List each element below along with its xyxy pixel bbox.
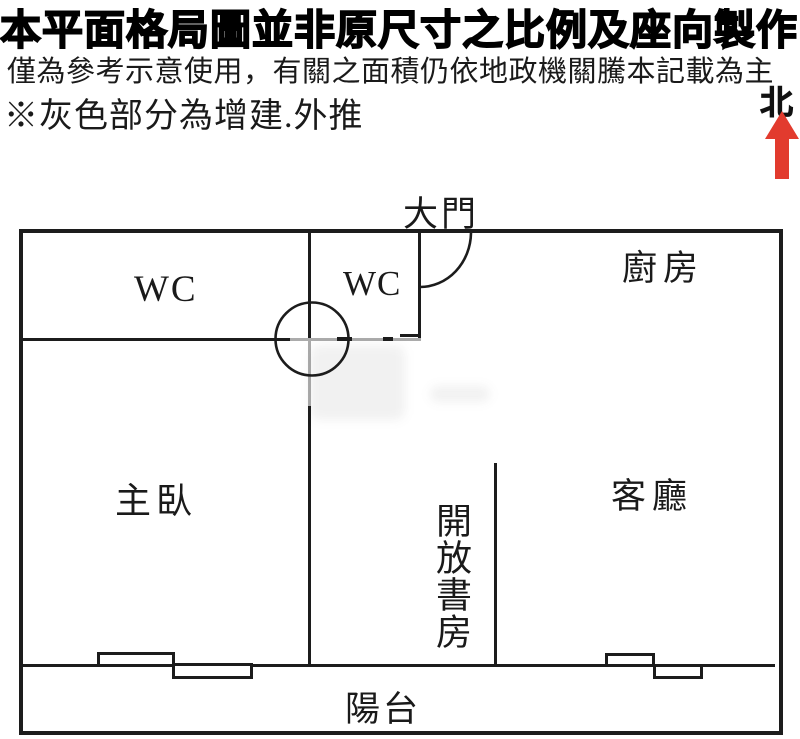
wall-wc1-bottom [19, 338, 290, 341]
annex-wall-vertical [308, 341, 311, 406]
annex-wall-door-dash-2 [383, 337, 393, 341]
label-living-room: 客廳 [611, 477, 694, 516]
living-window-upper-panel [605, 653, 655, 667]
living-window-lower-panel [653, 664, 703, 679]
north-arrow-icon [765, 111, 799, 179]
master-window-lower-panel [172, 663, 253, 679]
wall-open-study-divider [494, 463, 497, 667]
faint-watermark [430, 386, 490, 402]
label-wc-1: WC [134, 269, 198, 310]
label-kitchen: 廚房 [622, 249, 705, 288]
faint-watermark [310, 345, 405, 420]
wall-master-bedroom-right [308, 406, 311, 667]
main-door-swing-arc [419, 232, 473, 289]
label-wc-2: WC [343, 264, 402, 303]
wall-wc2-right [418, 231, 421, 338]
master-window-upper-panel [97, 652, 175, 667]
label-master-bedroom: 主臥 [115, 481, 198, 521]
wall-wc-divider [308, 230, 311, 340]
north-label: 北 [760, 84, 794, 122]
page-subtitle: 僅為參考示意使用，有關之面積仍依地政機關騰本記載為主 [7, 56, 775, 88]
annex-wall-horizontal [290, 338, 421, 341]
grey-area-note: ※灰色部分為增建.外推 [4, 98, 364, 135]
label-main-door: 大門 [403, 195, 480, 234]
label-balcony: 陽台 [345, 690, 422, 729]
wall-balcony [19, 664, 775, 667]
outer-wall [19, 229, 783, 735]
label-open-study: 開放書房 [431, 502, 471, 650]
page-title: 本平面格局圖並非原尺寸之比例及座向製作 [0, 6, 798, 54]
annex-wall-door-dash-1 [337, 337, 352, 341]
wc-door-swing-circle [274, 301, 350, 377]
wall-wc2-bottom-stub [400, 334, 421, 337]
